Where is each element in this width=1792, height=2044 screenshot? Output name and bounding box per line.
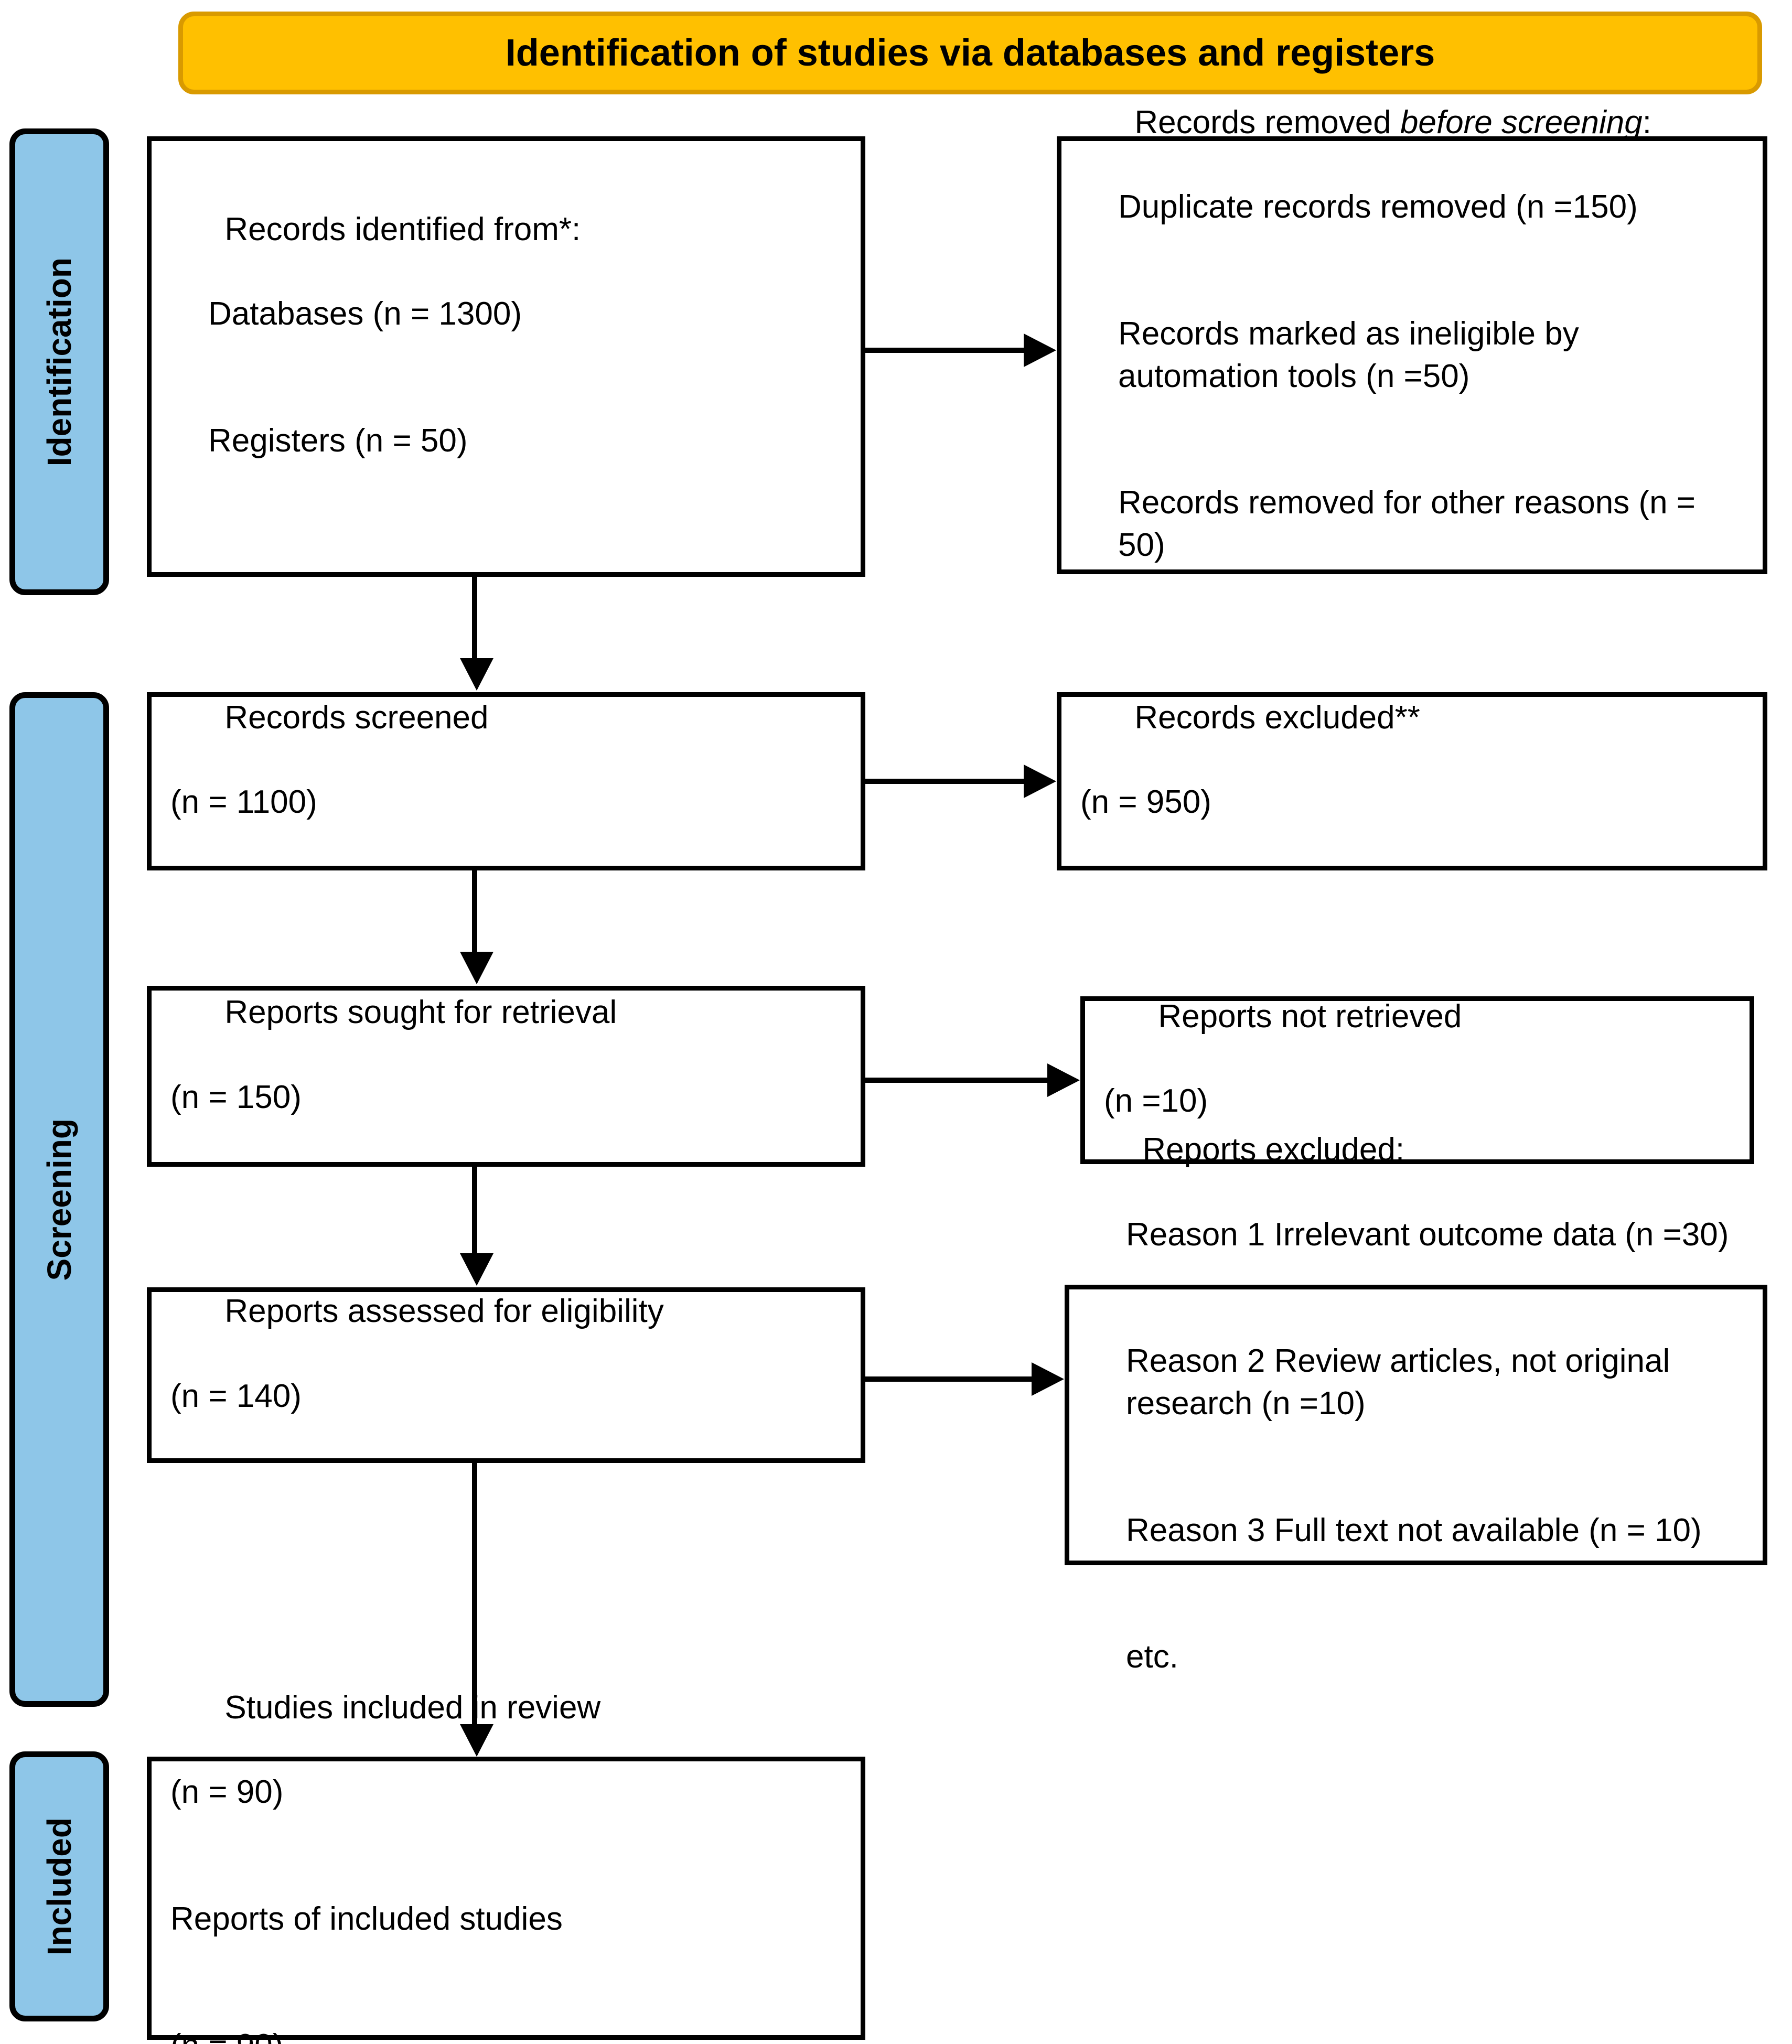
studies-included-count: (n = 90) (170, 1774, 284, 1811)
box-records-excluded: Records excluded** (n = 950) (1057, 692, 1767, 870)
box-reports-not-retrieved-text: Reports not retrieved (n =10) (1085, 953, 1750, 1207)
arrow-sought-to-notretrieved-line (863, 1078, 1049, 1083)
stage-label-included: Included (40, 1817, 78, 1956)
arrow-assessed-to-reportsexcluded-line (863, 1376, 1033, 1382)
records-removed-other: Records removed for other reasons (n = 5… (1118, 485, 1705, 563)
page-title: Identification of studies via databases … (505, 32, 1435, 74)
reports-excluded-etc: etc. (1126, 1639, 1178, 1675)
box-reports-excluded-text: Reports excluded: Reason 1 Irrelevant ou… (1069, 1087, 1763, 1763)
records-removed-duplicates: Duplicate records removed (n =150) (1118, 189, 1638, 225)
reports-of-included-label: Reports of included studies (170, 1901, 563, 1937)
studies-included-label: Studies included in review (224, 1690, 601, 1726)
diagram-header-banner: Identification of studies via databases … (178, 12, 1762, 94)
records-removed-heading-prefix: Records removed (1134, 104, 1400, 141)
arrow-identified-to-removed-head-icon (1024, 334, 1056, 367)
stage-band-screening: Screening (9, 692, 109, 1707)
reports-excluded-reason-1: Reason 1 Irrelevant outcome data (n =30) (1126, 1216, 1729, 1253)
box-records-identified: Records identified from*: Databases (n =… (147, 136, 865, 577)
arrow-identified-to-screened-line (472, 577, 477, 661)
reports-excluded-reason-2: Reason 2 Review articles, not original r… (1126, 1343, 1679, 1422)
arrow-sought-to-assessed-line (472, 1167, 477, 1255)
arrow-assessed-to-included-line (472, 1463, 477, 1725)
box-reports-sought-text: Reports sought for retrieval (n = 150) (152, 950, 861, 1203)
box-records-screened-text: Records screened (n = 1100) (152, 654, 861, 908)
reports-excluded-heading: Reports excluded: (1142, 1132, 1405, 1168)
records-identified-databases: Databases (n = 1300) (208, 296, 522, 332)
stage-label-identification: Identification (40, 257, 78, 467)
stage-band-included: Included (9, 1751, 109, 2021)
reports-sought-count: (n = 150) (170, 1079, 302, 1115)
box-studies-included-text: Studies included in review (n = 90) Repo… (152, 1644, 861, 2044)
box-reports-assessed-for-eligibility: Reports assessed for eligibility (n = 14… (147, 1287, 865, 1463)
records-screened-label: Records screened (224, 699, 489, 736)
arrow-identified-to-removed-line (863, 348, 1025, 353)
records-excluded-count: (n = 950) (1080, 784, 1211, 820)
box-records-removed-before-screening: Records removed before screening: Duplic… (1057, 104, 1767, 574)
arrow-screened-to-excluded-head-icon (1024, 765, 1056, 798)
arrow-identified-to-screened-head-icon (460, 658, 493, 691)
records-excluded-label: Records excluded** (1134, 699, 1420, 736)
arrow-sought-to-notretrieved-head-icon (1047, 1063, 1080, 1097)
records-removed-heading-suffix: : (1642, 104, 1651, 141)
box-records-identified-text: Records identified from*: Databases (n =… (152, 166, 861, 546)
reports-assessed-label: Reports assessed for eligibility (224, 1293, 664, 1330)
reports-not-retrieved-count: (n =10) (1104, 1083, 1208, 1119)
box-studies-included-in-review: Studies included in review (n = 90) Repo… (147, 1690, 865, 2044)
box-reports-sought-for-retrieval: Reports sought for retrieval (n = 150) (147, 986, 865, 1167)
arrow-screened-to-sought-line (472, 870, 477, 953)
records-identified-heading: Records identified from*: (224, 211, 581, 248)
box-records-removed-text: Records removed before screening: Duplic… (1061, 59, 1763, 651)
arrow-assessed-to-reportsexcluded-head-icon (1032, 1362, 1064, 1396)
box-reports-not-retrieved: Reports not retrieved (n =10) (1080, 996, 1754, 1164)
reports-excluded-reason-3: Reason 3 Full text not available (n = 10… (1126, 1512, 1702, 1548)
stage-band-identification: Identification (9, 128, 109, 595)
box-reports-assessed-text: Reports assessed for eligibility (n = 14… (152, 1249, 861, 1502)
arrow-screened-to-sought-head-icon (460, 952, 493, 984)
arrow-sought-to-assessed-head-icon (460, 1253, 493, 1286)
box-reports-excluded: Reports excluded: Reason 1 Irrelevant ou… (1065, 1132, 1767, 1675)
arrow-screened-to-excluded-line (863, 779, 1025, 784)
records-removed-automation: Records marked as ineligible by automati… (1118, 315, 1588, 394)
reports-assessed-count: (n = 140) (170, 1378, 302, 1414)
stage-label-screening: Screening (40, 1118, 78, 1281)
reports-of-included-count: (n = 90) (170, 2025, 846, 2044)
records-removed-heading-italic: before screening (1400, 104, 1643, 141)
reports-sought-label: Reports sought for retrieval (224, 994, 617, 1031)
records-identified-registers: Registers (n = 50) (208, 422, 468, 459)
arrow-assessed-to-included-head-icon (460, 1724, 493, 1757)
box-records-screened: Records screened (n = 1100) (147, 692, 865, 870)
records-screened-count: (n = 1100) (170, 784, 317, 820)
reports-not-retrieved-label: Reports not retrieved (1158, 998, 1462, 1035)
box-records-excluded-text: Records excluded** (n = 950) (1061, 654, 1763, 908)
